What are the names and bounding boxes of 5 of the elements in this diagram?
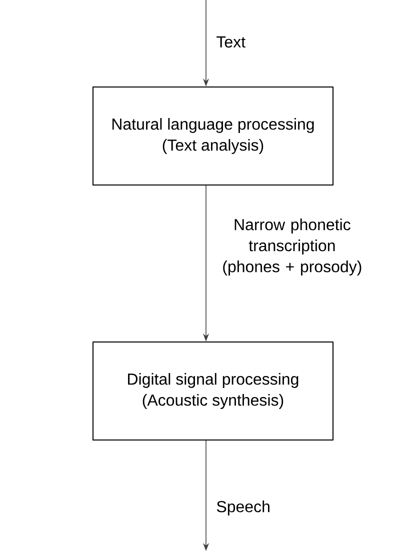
process-box: Digital signal processing (Acoustic synthesis) <box>92 342 334 440</box>
process-box: Natural language processing (Text analysis) <box>92 86 334 186</box>
edge-label: Text <box>214 34 248 50</box>
edge-label: Narrow phonetic transcription (phones + prosody) <box>214 216 370 278</box>
edge-label: Speech <box>214 498 272 518</box>
